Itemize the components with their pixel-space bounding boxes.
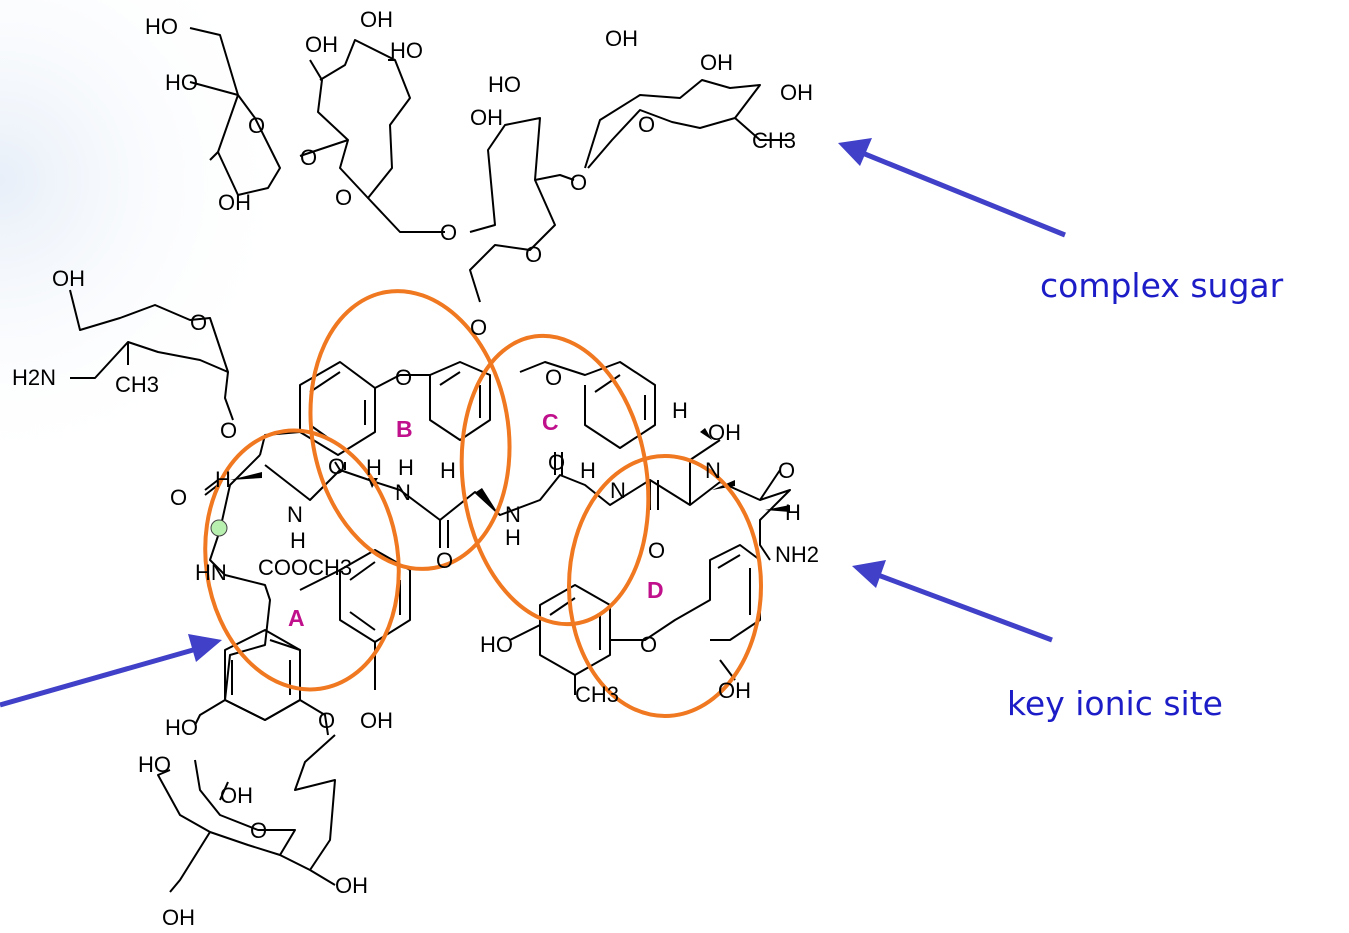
atom-label: O <box>300 145 317 170</box>
arrowhead-left <box>188 634 222 662</box>
atom-label: HO <box>145 14 178 39</box>
arrow-left <box>0 645 201 708</box>
ring-label-d: D <box>647 577 664 603</box>
stereo-wedges <box>230 428 790 512</box>
atom-label: OH <box>162 905 195 930</box>
atom-label: N <box>610 478 626 503</box>
atom-label: H2N <box>12 365 56 390</box>
atom-labels: HO HO O OH O OH OH HO O O HO OH O O O OH… <box>12 7 819 930</box>
atom-label: H <box>505 525 521 550</box>
atom-label: O <box>335 185 352 210</box>
arrow-key-ionic-site <box>877 572 1053 643</box>
atom-label: H <box>398 455 414 480</box>
atom-label: H <box>672 398 688 423</box>
ring-letter-labels: A B C D <box>288 409 664 631</box>
atom-label: HO <box>480 632 513 657</box>
atom-label: O <box>220 418 237 443</box>
ring-label-c: C <box>542 409 559 435</box>
annotation-arrows <box>0 138 1066 708</box>
atom-label: OH <box>360 7 393 32</box>
atom-label: OH <box>218 190 251 215</box>
atom-label: HO <box>165 70 198 95</box>
ring-ellipse-d <box>567 454 763 718</box>
atom-label: OH <box>52 266 85 291</box>
atom-label: OH <box>780 80 813 105</box>
atom-label: N <box>505 502 521 527</box>
atom-label: N <box>395 480 411 505</box>
atom-label: O <box>640 632 657 657</box>
atom-label: H <box>215 467 231 492</box>
atom-label: CH3 <box>115 372 159 397</box>
atom-label: OH <box>700 50 733 75</box>
atom-label: OH <box>718 678 751 703</box>
atom-label: O <box>250 818 267 843</box>
ring-label-b: B <box>396 416 413 442</box>
atom-label: HO <box>390 38 423 63</box>
atom-label: O <box>395 365 412 390</box>
ring-ellipse-b <box>308 289 512 571</box>
atom-label: HO <box>138 752 171 777</box>
atom-label: N <box>705 458 721 483</box>
atom-label: OH <box>360 708 393 733</box>
atom-label: HO <box>488 72 521 97</box>
arrowhead-complex-sugar <box>838 138 872 166</box>
atom-label: O <box>318 708 335 733</box>
atom-label: O <box>638 112 655 137</box>
green-marker <box>210 519 228 537</box>
atom-label: O <box>190 310 207 335</box>
atom-label: O <box>436 548 453 573</box>
atom-label: H <box>440 458 456 483</box>
atom-label: OH <box>605 26 638 51</box>
atom-label: O <box>440 220 457 245</box>
ring-ellipse-a <box>203 428 401 692</box>
atom-label: OH <box>708 420 741 445</box>
atom-label: O <box>548 450 565 475</box>
bond-lines <box>69 27 791 893</box>
atom-label: OH <box>335 873 368 898</box>
complex-sugar-caption: complex sugar <box>1040 266 1284 305</box>
atom-label: O <box>570 170 587 195</box>
arrowhead-key-ionic-site <box>852 560 886 588</box>
atom-label: O <box>328 454 345 479</box>
atom-label: HN <box>195 560 227 585</box>
atom-label: O <box>470 315 487 340</box>
atom-label: N <box>287 502 303 527</box>
atom-label: NH2 <box>775 542 819 567</box>
atom-label: H <box>366 455 382 480</box>
atom-label: HO <box>165 715 198 740</box>
atom-label: H <box>580 458 596 483</box>
ring-label-a: A <box>288 605 305 631</box>
ring-ellipses <box>203 289 763 718</box>
arrow-complex-sugar <box>859 149 1066 238</box>
atom-label: OH <box>305 32 338 57</box>
atom-label: O <box>545 365 562 390</box>
key-ionic-site-caption: key ionic site <box>1007 684 1223 723</box>
atom-label: CH3 <box>752 128 796 153</box>
atom-label: O <box>525 242 542 267</box>
atom-label: O <box>248 113 265 138</box>
atom-label: H <box>785 500 801 525</box>
atom-label: OH <box>220 783 253 808</box>
atom-label: CH3 <box>575 682 619 707</box>
atom-label: COOCH3 <box>258 555 352 580</box>
atom-label: H <box>290 528 306 553</box>
atom-label: O <box>648 538 665 563</box>
ring-ellipse-c <box>459 333 651 627</box>
atom-label: O <box>778 458 795 483</box>
atom-label: OH <box>470 105 503 130</box>
atom-label: O <box>170 485 187 510</box>
